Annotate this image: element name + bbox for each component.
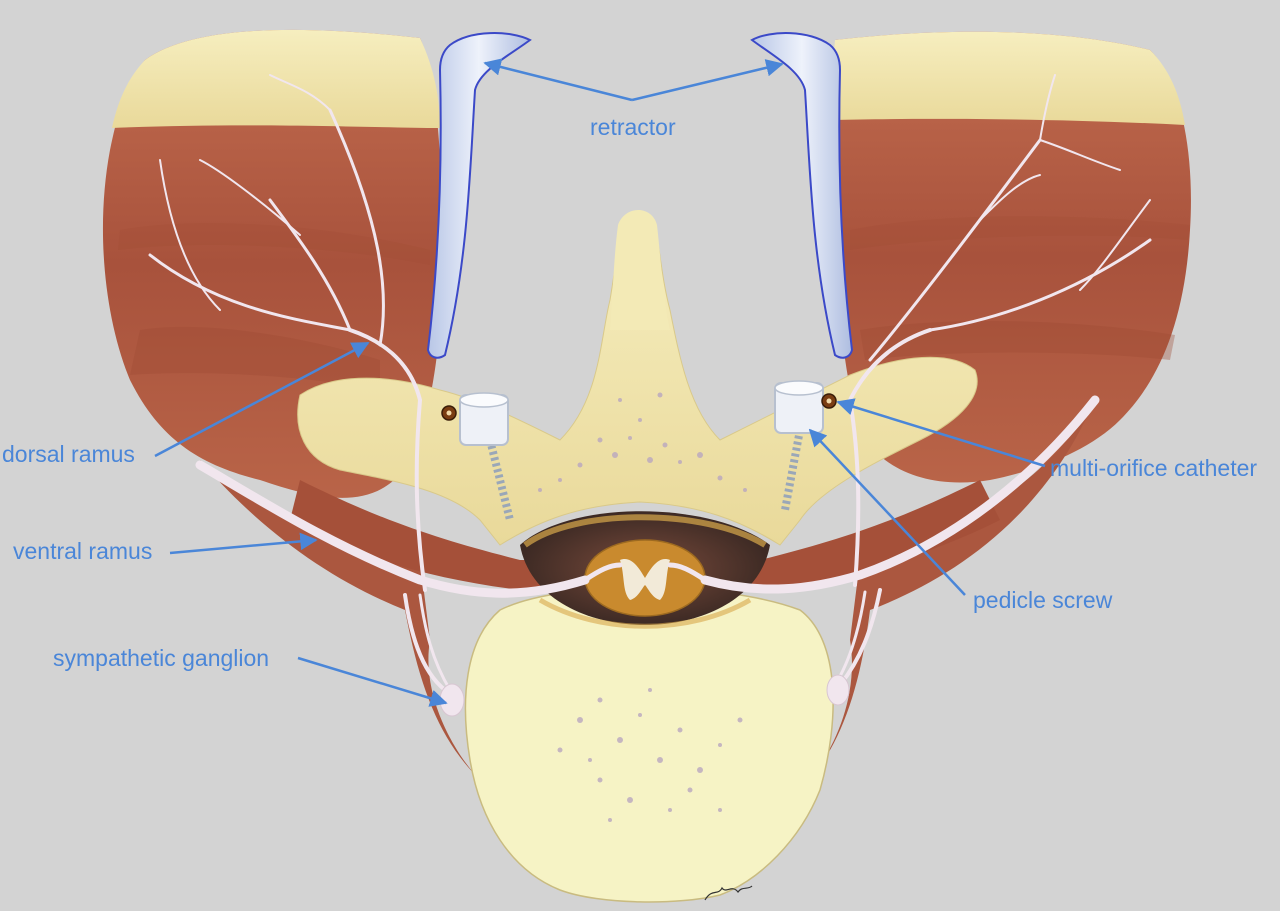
spinal-cord: [584, 539, 706, 617]
label-sympathetic-ganglion: sympathetic ganglion: [53, 645, 270, 671]
arrow-retractor-left: [483, 58, 633, 102]
label-multi-orifice-catheter: multi-orifice catheter: [1050, 455, 1258, 481]
left-pedicle-screw: [459, 392, 514, 521]
label-dorsal-ramus: dorsal ramus: [2, 441, 135, 467]
arrow-sympathetic-ganglion: [297, 656, 448, 707]
arrow-multi-orifice-catheter: [836, 398, 1046, 468]
arrow-pedicle-screw: [808, 428, 966, 596]
label-ventral-ramus: ventral ramus: [13, 538, 153, 564]
nerves: [148, 74, 1152, 692]
vertebral-body: [464, 586, 834, 903]
label-retractor: retractor: [590, 114, 676, 140]
left-sympathetic-ganglion: [439, 683, 465, 717]
deep-muscle-band: [290, 480, 1000, 590]
artist-signature: [704, 885, 753, 901]
arrow-ventral-ramus: [169, 532, 318, 555]
bone-marrow-stipple: [538, 392, 747, 492]
label-pedicle-screw: pedicle screw: [973, 587, 1113, 613]
right-psoas-muscle: [800, 410, 1090, 790]
vertebra-posterior-elements: [297, 210, 978, 546]
vertebral-body-stipple: [557, 688, 743, 822]
leader-arrows: [154, 58, 1046, 707]
right-multi-orifice-catheter: [821, 393, 837, 409]
right-retractor-blade: [750, 32, 854, 359]
right-pedicle-screw: [774, 380, 824, 511]
left-multi-orifice-catheter: [441, 405, 457, 421]
left-retractor-blade: [426, 32, 532, 359]
arrow-retractor-right: [631, 59, 784, 102]
arrow-dorsal-ramus: [154, 341, 370, 458]
right-sympathetic-ganglion: [826, 674, 850, 706]
